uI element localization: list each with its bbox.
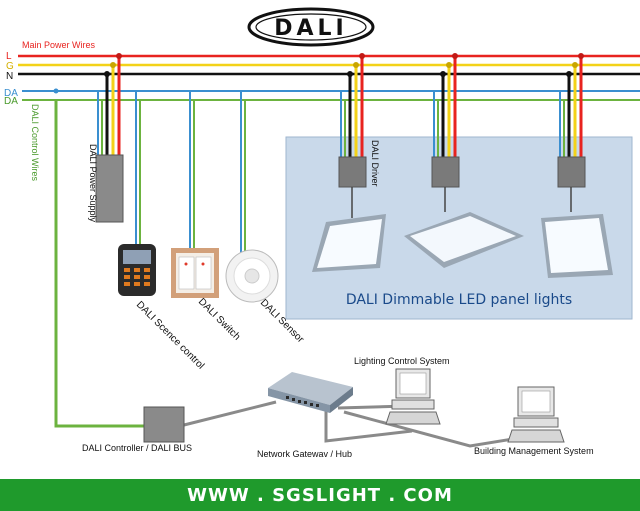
lighting-control-label: Lighting Control System (354, 356, 450, 366)
wire-label-l: L (6, 51, 12, 62)
building-management-computer (507, 386, 565, 443)
driver-box-3 (557, 156, 586, 188)
wire-label-da2: DA (4, 96, 18, 107)
driver-wiring-1 (340, 53, 365, 157)
led-panel-3 (541, 214, 613, 278)
led-panel-2 (404, 212, 524, 268)
dali-controller-box (143, 406, 185, 443)
power-supply-label: DALI Power Supply (88, 144, 98, 223)
driver-box-1 (338, 156, 367, 188)
logo-text: DALI (274, 16, 348, 41)
driver-wiring-3 (559, 53, 584, 157)
lighting-control-computer (385, 368, 441, 425)
control-device-wiring (135, 91, 246, 255)
main-power-label: Main Power Wires (22, 40, 96, 50)
wire-label-n: N (6, 71, 13, 82)
switch-device (171, 248, 219, 298)
building-management-label: Building Management System (474, 446, 594, 456)
footer-banner: WWW . SGSLIGHT . COM (0, 479, 640, 511)
scene-control-label: DALI Scence control (134, 299, 206, 371)
panel-lights-label: DALI Dimmable LED panel lights (346, 292, 572, 308)
control-wires-label: DALI Control Wires (30, 104, 40, 182)
power-supply-box (95, 154, 124, 223)
sensor-device (225, 249, 279, 303)
driver-wiring-2 (433, 53, 458, 157)
footer-url: WWW . SGSLIGHT . COM (187, 484, 453, 506)
wire-label-g: G (6, 61, 14, 72)
driver-box-2 (431, 156, 460, 188)
switch-label: DALI Switch (196, 296, 242, 342)
driver-label: DALI Driver (370, 140, 380, 187)
wire-label-da1: DA (4, 88, 18, 99)
power-supply-wiring (97, 53, 122, 155)
network-hub (268, 372, 353, 413)
scene-control-device (118, 244, 156, 296)
controller-label: DALI Controller / DALI BUS (82, 443, 192, 453)
network-wiring (183, 400, 526, 448)
dali-logo: DALI (247, 7, 375, 47)
gateway-label: Network Gatewav / Hub (257, 449, 352, 459)
led-panel-1 (312, 214, 386, 272)
